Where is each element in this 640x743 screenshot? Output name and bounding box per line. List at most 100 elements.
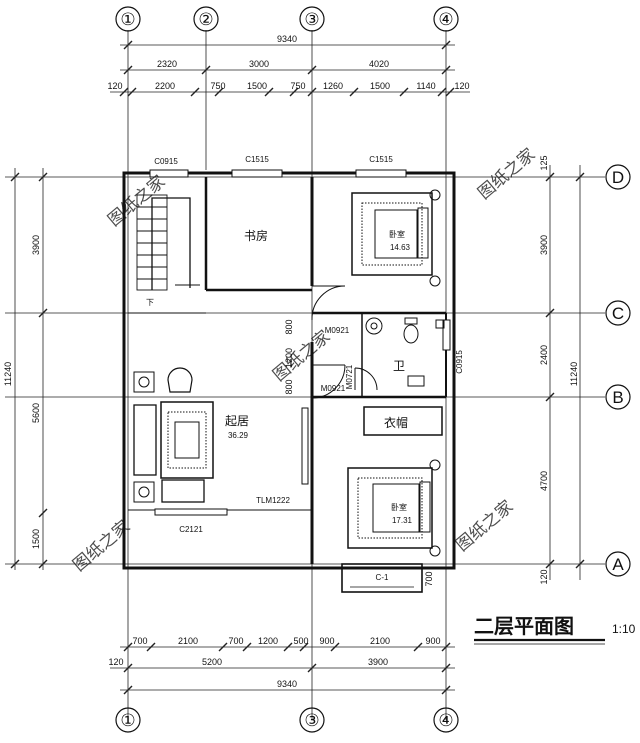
- bottom-dim-row1: 1200: [258, 636, 278, 646]
- axis-bubble-4-bottom: [433, 707, 459, 733]
- axis-label-1-top: ①: [120, 10, 135, 29]
- axis-label-A: A: [612, 555, 624, 574]
- axis-bubble-D: [605, 164, 631, 190]
- window-tag: C1515: [245, 155, 269, 164]
- staircase: [136, 194, 200, 291]
- top-dim-row2: 120: [107, 81, 122, 91]
- bedroom1-area: 14.63: [390, 243, 411, 252]
- axis-bubble-B: [605, 384, 631, 410]
- top-dim-row1: 2320: [157, 59, 177, 69]
- axis-label-3-top: ③: [304, 10, 319, 29]
- axis-label-B: B: [612, 388, 623, 407]
- right-dim-segment: 120: [539, 569, 549, 584]
- bedroom2-bed: [347, 459, 441, 557]
- bathroom-label: 卫: [393, 359, 405, 373]
- window-tag: C0915: [154, 157, 178, 166]
- bedroom1-bed: [351, 189, 441, 287]
- watermark: 图纸之家: [104, 172, 168, 230]
- right-overall-dim: 11240: [569, 362, 579, 386]
- bottom-dim-row1: 900: [319, 636, 334, 646]
- axis-bubble-A: [605, 551, 631, 577]
- top-dim-row2: 750: [290, 81, 305, 91]
- axis-bubble-2-top: [193, 6, 219, 32]
- bedroom2-label: 卧室: [391, 502, 407, 512]
- door-tag: M0921: [321, 384, 346, 393]
- top-axis-bubbles: [115, 6, 459, 32]
- bedroom1-label: 卧室: [389, 229, 405, 239]
- top-dim-row1: 4020: [369, 59, 389, 69]
- top-dim-row2: 1500: [370, 81, 390, 91]
- top-dim-row2: 750: [210, 81, 225, 91]
- bottom-dim-row1: 900: [425, 636, 440, 646]
- left-dim-segment: 1500: [31, 529, 41, 549]
- bottom-dim-row1: 500: [293, 636, 308, 646]
- axis-label-1-bottom: ①: [120, 711, 135, 730]
- left-dimension-lines: [10, 168, 48, 570]
- axis-bubble-3-top: [299, 6, 325, 32]
- inner-dim: 800: [284, 379, 294, 394]
- axis-bubble-C: [605, 300, 631, 326]
- top-dim-row2: 1140: [416, 81, 435, 91]
- window-tag: C2121: [179, 525, 203, 534]
- axis-label-3-bottom: ③: [304, 711, 319, 730]
- watermark: 图纸之家: [452, 497, 516, 555]
- walls: [122, 171, 456, 570]
- living-label: 起居: [225, 414, 249, 428]
- window-tag: TLM1222: [256, 496, 290, 505]
- left-overall-dim: 11240: [3, 362, 13, 386]
- bottom-overall-dim: 9340: [277, 679, 297, 689]
- top-dim-row2: 1500: [247, 81, 267, 91]
- bottom-dim-row1: 700: [132, 636, 147, 646]
- plan-title: 二层平面图: [474, 615, 574, 638]
- bottom-dim-row2: 120: [108, 657, 123, 667]
- bottom-dim-row1: 700: [228, 636, 243, 646]
- doors: [311, 285, 378, 399]
- window-tag: C0915: [455, 350, 464, 374]
- axis-label-C: C: [612, 304, 624, 323]
- watermark: 图纸之家: [474, 145, 538, 203]
- plan-scale: 1:10: [612, 622, 636, 636]
- watermark: 图纸之家: [269, 327, 333, 385]
- top-dim-row1: 3000: [249, 59, 269, 69]
- bathroom-fixtures: [365, 317, 445, 387]
- stair-down-label: 下: [146, 298, 154, 307]
- right-dimension-lines: [545, 165, 585, 580]
- window-openings: [149, 169, 451, 516]
- bottom-dimension-lines: [110, 642, 455, 695]
- top-dim-row2: 120: [454, 81, 469, 91]
- right-dim-segment: 3900: [539, 235, 549, 255]
- axis-bubble-3-bottom: [299, 707, 325, 733]
- top-overall-dim: 9340: [277, 34, 297, 44]
- top-dimension-lines: [110, 40, 470, 97]
- left-dim-segment: 3900: [31, 235, 41, 255]
- living-furniture: [133, 367, 214, 503]
- axis-bubble-4-top: [433, 6, 459, 32]
- bottom-axis-bubbles: [115, 707, 459, 733]
- inner-dim: 800: [284, 319, 294, 334]
- axis-label-2-top: ②: [198, 10, 213, 29]
- top-dim-row2: 1260: [323, 81, 343, 91]
- inner-dim: 700: [424, 571, 434, 586]
- living-area: 36.29: [228, 431, 249, 440]
- balcony: [341, 563, 423, 593]
- bottom-dim-row2: 3900: [368, 657, 388, 667]
- axis-bubble-1-top: [115, 6, 141, 32]
- bottom-dim-row1: 2100: [178, 636, 198, 646]
- closet-label: 衣帽: [384, 415, 408, 430]
- study-label: 书房: [244, 228, 268, 243]
- top-dim-row2: 2200: [155, 81, 175, 91]
- door-tag: M0921: [325, 326, 350, 335]
- window-tag: C1515: [369, 155, 393, 164]
- right-dim-segment: 125: [539, 155, 549, 170]
- inner-dim: 1200: [284, 348, 294, 368]
- axis-bubble-1-bottom: [115, 707, 141, 733]
- left-dim-segment: 5600: [31, 403, 41, 423]
- axis-label-4-bottom: ④: [438, 711, 453, 730]
- door-tag: M0721: [345, 364, 354, 389]
- window-tag: C-1: [376, 573, 389, 582]
- right-dim-segment: 4700: [539, 471, 549, 491]
- right-axis-bubbles: [605, 164, 631, 577]
- closet-cabinet: [363, 406, 443, 436]
- axis-label-D: D: [612, 168, 624, 187]
